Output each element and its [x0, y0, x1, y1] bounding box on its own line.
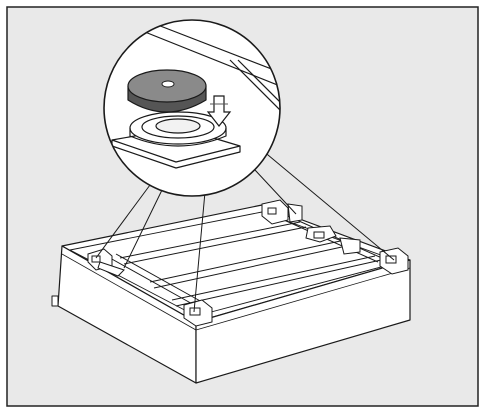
leader-line-1: [95, 184, 151, 259]
bracket-mid-right: [305, 225, 361, 255]
cross-rail-1: [109, 257, 197, 307]
bracket-front-center: [183, 299, 213, 327]
inset-appliance-edge-1: [139, 29, 280, 91]
cross-rail-1b: [115, 253, 203, 303]
leader-line-2: [123, 189, 163, 269]
inset-foot-cup-inner: [155, 118, 201, 134]
leader-lines: [95, 149, 395, 313]
inset-border: [103, 19, 281, 197]
inset-foot-cup-side: [129, 128, 227, 147]
leader-line-3: [193, 191, 206, 313]
rail-3b: [175, 259, 382, 307]
inset-pad-hole: [161, 80, 175, 88]
rail-1: [119, 221, 301, 259]
rail-2: [149, 239, 346, 283]
rail-1b: [123, 226, 307, 265]
placement-arrow-icon: [206, 95, 232, 127]
rail-2b: [153, 244, 352, 289]
inset-appliance-edge-3: [229, 59, 280, 196]
rail-3: [171, 255, 376, 301]
base-right-face: [195, 259, 411, 384]
bracket-front-left: [87, 248, 125, 277]
inset-background: [104, 20, 280, 196]
inset-appliance-edge-4: [237, 59, 280, 121]
detail-inset: [103, 19, 281, 197]
leader-line-5: [261, 149, 395, 261]
base-front-edge: [195, 267, 411, 331]
side-connector: [51, 295, 59, 307]
base-front-edge-left: [61, 253, 197, 331]
leader-line-4: [254, 169, 297, 215]
